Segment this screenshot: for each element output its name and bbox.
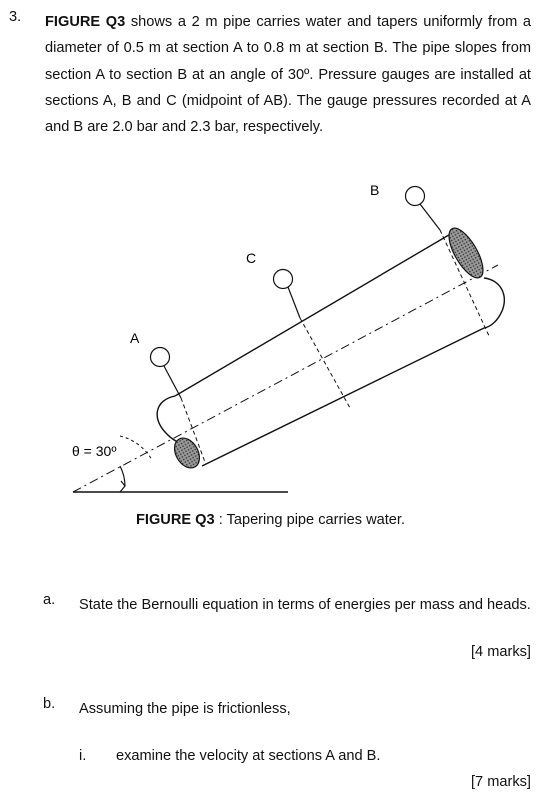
gauge-b-dial — [404, 185, 426, 207]
part-b-i-marks: [7 marks] — [470, 774, 531, 790]
gauge-b-stem — [419, 203, 441, 231]
caption-text: : Tapering pipe carries water. — [214, 512, 405, 528]
section-c-line — [299, 317, 351, 409]
figure-reference: FIGURE Q3 — [45, 14, 126, 30]
part-a-marks: [4 marks] — [470, 644, 531, 660]
section-a-face — [173, 437, 201, 469]
part-b-i-text: examine the velocity at sections A and B… — [116, 748, 381, 764]
section-b-face — [448, 227, 484, 279]
pipe-top-edge — [174, 228, 460, 397]
pipe-left-end-arc — [156, 395, 187, 445]
pipe-centerline — [72, 264, 499, 493]
gauge-c-dial — [272, 268, 294, 290]
section-a-line — [180, 397, 206, 463]
label-a: A — [130, 330, 140, 346]
gauge-a-dial — [149, 346, 171, 368]
label-b: B — [370, 182, 379, 198]
caption-reference: FIGURE Q3 — [135, 512, 215, 528]
gauge-a-stem — [163, 365, 182, 399]
gauge-c-stem — [287, 286, 301, 319]
angle-label: θ = 30º — [72, 443, 116, 459]
part-b-text: Assuming the pipe is frictionless, — [79, 701, 291, 717]
pipe-bottom-edge — [201, 327, 485, 467]
question-text: FIGURE Q3 shows a 2 m pipe carries water… — [45, 9, 531, 140]
part-b-label: b. — [43, 696, 56, 712]
label-c: C — [246, 250, 256, 266]
pipe-right-end-arc — [483, 277, 505, 329]
part-a-text: State the Bernoulli equation in terms of… — [79, 597, 531, 613]
section-b-line — [439, 229, 491, 339]
pipe-figure: A C B θ = 30º — [72, 182, 505, 493]
question-number: 3. — [9, 9, 22, 25]
part-a-label: a. — [43, 592, 56, 608]
part-b-i-label: i. — [79, 748, 87, 764]
figure-caption: FIGURE Q3 : Tapering pipe carries water. — [0, 512, 541, 528]
angle-leader-arc — [119, 435, 153, 461]
angle-arrow — [119, 480, 126, 493]
question-body: shows a 2 m pipe carries water and taper… — [45, 14, 531, 136]
